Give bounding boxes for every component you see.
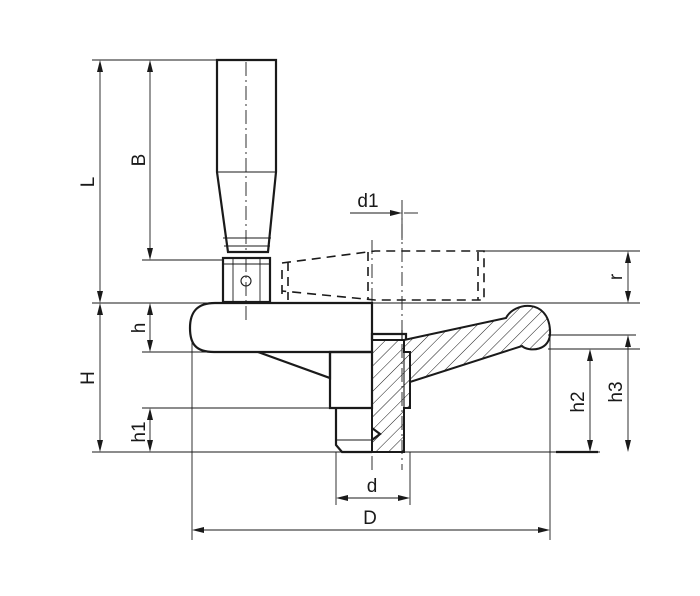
- hub-section-hatched: [371, 339, 411, 453]
- dimension-d1: d1: [350, 191, 418, 216]
- dimension-d: d: [336, 476, 410, 501]
- dimension-H: H: [78, 303, 103, 452]
- dimension-r: r: [606, 251, 631, 303]
- label-H: H: [78, 371, 99, 385]
- dimension-h3: h3: [548, 334, 636, 452]
- label-L: L: [78, 177, 99, 188]
- label-h: h: [129, 323, 150, 334]
- wheel-spoke-left: [257, 350, 332, 380]
- dimension-D: D: [192, 508, 550, 533]
- folded-handle-phantom: [281, 250, 485, 301]
- wheel-rim-left: [188, 301, 374, 354]
- extension-lines: [92, 59, 640, 540]
- dimension-h2: h2: [568, 349, 593, 452]
- dimension-h: h: [129, 303, 153, 352]
- label-h2: h2: [568, 391, 589, 412]
- label-D: D: [363, 508, 377, 529]
- label-h1: h1: [129, 421, 150, 442]
- dimension-L: L: [78, 60, 103, 303]
- label-B: B: [129, 154, 150, 167]
- handle-stud: [221, 256, 272, 322]
- label-d1: d1: [357, 191, 378, 212]
- label-r: r: [606, 273, 627, 280]
- dimension-h1: h1: [129, 408, 153, 452]
- dimension-B: B: [129, 60, 153, 260]
- handle-grip: [215, 58, 278, 254]
- label-d: d: [367, 476, 378, 497]
- label-h3: h3: [606, 381, 627, 402]
- wheel-hub: [328, 350, 374, 454]
- axis-lines: [371, 200, 403, 470]
